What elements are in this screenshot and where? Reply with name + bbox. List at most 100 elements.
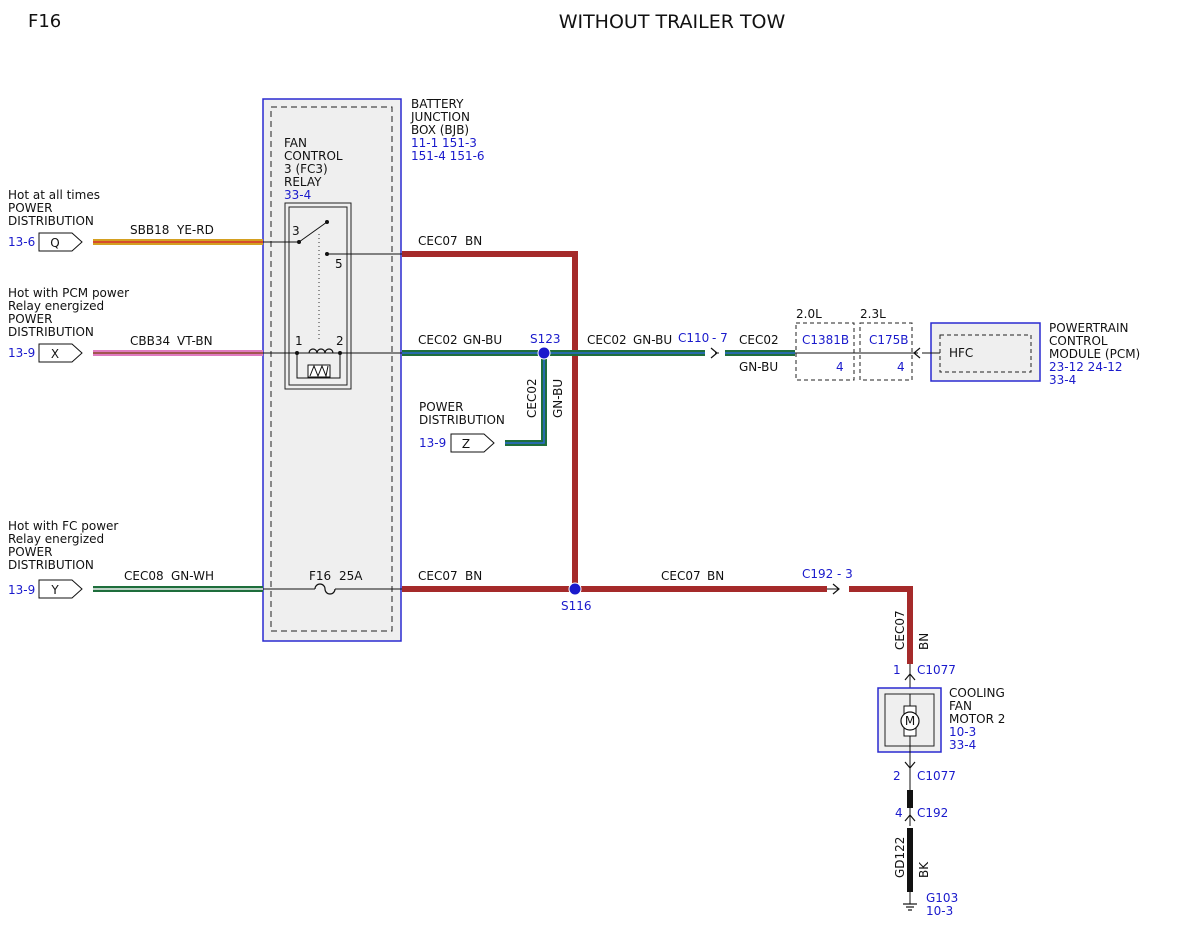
svg-text:FAN: FAN [949, 699, 972, 713]
svg-text:CEC02: CEC02 [418, 333, 458, 347]
svg-text:CEC07: CEC07 [661, 569, 701, 583]
source-q: Hot at all times POWER DISTRIBUTION 13-6… [8, 188, 100, 252]
bjb-label: BATTERY JUNCTION BOX (BJB) 11-1 151-3 15… [410, 97, 485, 163]
svg-text:DISTRIBUTION: DISTRIBUTION [8, 325, 94, 339]
svg-text:GN-BU: GN-BU [739, 360, 778, 374]
svg-text:POWER: POWER [419, 400, 463, 414]
wire-cec02-pcm: CEC02 GN-BU [725, 333, 918, 374]
svg-text:GN-BU: GN-BU [463, 333, 502, 347]
svg-text:BOX (BJB): BOX (BJB) [411, 123, 469, 137]
wire-gd122: GD122 BK [893, 790, 931, 904]
svg-text:33-4: 33-4 [949, 738, 976, 752]
svg-text:S123: S123 [530, 332, 561, 346]
svg-text:YE-RD: YE-RD [176, 223, 214, 237]
svg-text:S116: S116 [561, 599, 592, 613]
wire-cbb34: CBB34 VT-BN [93, 334, 263, 356]
fuse-f16: F16 25A [262, 569, 402, 595]
svg-text:C175B: C175B [869, 333, 909, 347]
svg-text:13-9: 13-9 [8, 583, 35, 597]
svg-text:13-6: 13-6 [8, 235, 35, 249]
svg-text:13-9: 13-9 [419, 436, 446, 450]
svg-text:DISTRIBUTION: DISTRIBUTION [8, 214, 94, 228]
svg-text:BN: BN [465, 569, 482, 583]
svg-text:1: 1 [893, 663, 901, 677]
wire-cec02-z: CEC02 GN-BU [505, 353, 565, 446]
svg-text:POWER: POWER [8, 545, 52, 559]
svg-text:GD122: GD122 [893, 837, 907, 878]
svg-text:DISTRIBUTION: DISTRIBUTION [419, 413, 505, 427]
svg-text:4: 4 [897, 360, 905, 374]
svg-text:33-4: 33-4 [284, 188, 311, 202]
svg-text:CEC02: CEC02 [739, 333, 779, 347]
svg-text:MODULE (PCM): MODULE (PCM) [1049, 347, 1140, 361]
svg-text:25A: 25A [339, 569, 363, 583]
page-id: F16 [28, 11, 61, 32]
svg-text:CEC07: CEC07 [418, 234, 458, 248]
svg-text:BATTERY: BATTERY [411, 97, 464, 111]
source-y: Hot with FC power Relay energized POWER … [8, 519, 118, 599]
svg-text:CEC07: CEC07 [418, 569, 458, 583]
svg-text:11-1 151-3: 11-1 151-3 [411, 136, 477, 150]
svg-text:FAN: FAN [284, 136, 307, 150]
ground-g103: G103 10-3 [903, 891, 958, 918]
svg-text:RELAY: RELAY [284, 175, 322, 189]
wire-cec07-top: CEC07 BN [402, 234, 578, 589]
relay-label: FAN CONTROL 3 (FC3) RELAY 33-4 [284, 136, 343, 202]
relay-pin-2: 2 [336, 334, 344, 348]
splice-s116: S116 [561, 582, 592, 613]
svg-text:X: X [51, 347, 59, 361]
svg-text:POWER: POWER [8, 201, 52, 215]
relay-pin-3: 3 [292, 224, 300, 238]
svg-text:BN: BN [465, 234, 482, 248]
svg-text:- 3: - 3 [837, 567, 853, 581]
svg-text:GN-BU: GN-BU [633, 333, 672, 347]
svg-text:Hot with PCM power: Hot with PCM power [8, 286, 129, 300]
svg-text:BN: BN [917, 633, 931, 650]
svg-text:23-12 24-12: 23-12 24-12 [1049, 360, 1123, 374]
relay-pin-5: 5 [335, 257, 343, 271]
svg-text:GN-BU: GN-BU [551, 379, 565, 418]
svg-text:POWERTRAIN: POWERTRAIN [1049, 321, 1129, 335]
splice-s123: S123 [530, 332, 561, 360]
source-z: POWER DISTRIBUTION 13-9 Z [419, 400, 505, 453]
connector-c192-top: C192 - 3 [802, 567, 853, 595]
connector-c1077-pin2: 2 C1077 [893, 746, 956, 790]
svg-text:POWER: POWER [8, 312, 52, 326]
svg-text:MOTOR 2: MOTOR 2 [949, 712, 1005, 726]
svg-text:DISTRIBUTION: DISTRIBUTION [8, 558, 94, 572]
diagram-title: WITHOUT TRAILER TOW [559, 11, 786, 33]
svg-text:COOLING: COOLING [949, 686, 1005, 700]
fc3-relay: 3 5 1 2 [262, 202, 402, 390]
svg-text:C110: C110 [678, 331, 709, 345]
connector-c175b: 2.3L C175B 4 [859, 307, 921, 381]
svg-text:SBB18: SBB18 [130, 223, 169, 237]
svg-text:C1077: C1077 [917, 769, 956, 783]
svg-text:4: 4 [836, 360, 844, 374]
wire-cec08: CEC08 GN-WH [93, 569, 263, 592]
svg-text:C192: C192 [917, 806, 948, 820]
svg-text:GN-WH: GN-WH [171, 569, 214, 583]
svg-text:CEC07: CEC07 [893, 610, 907, 650]
svg-text:- 7: - 7 [712, 331, 728, 345]
wire-sbb18: SBB18 YE-RD [93, 223, 263, 245]
svg-text:Q: Q [50, 236, 59, 250]
svg-text:C1077: C1077 [917, 663, 956, 677]
svg-text:2: 2 [893, 769, 901, 783]
relay-pin-1: 1 [295, 334, 303, 348]
svg-text:CEC02: CEC02 [587, 333, 627, 347]
svg-text:BK: BK [917, 861, 931, 878]
pcm-pin-hfc: HFC [949, 346, 973, 360]
bjb-inner-dashed [270, 106, 393, 632]
connector-c1381b: 2.0L C1381B 4 [795, 307, 855, 381]
svg-text:CONTROL: CONTROL [284, 149, 343, 163]
svg-text:C192: C192 [802, 567, 833, 581]
source-x: Hot with PCM power Relay energized POWER… [8, 286, 129, 363]
svg-text:2.3L: 2.3L [860, 307, 886, 321]
svg-text:Relay energized: Relay energized [8, 299, 104, 313]
svg-text:10-3: 10-3 [926, 904, 953, 918]
svg-text:Z: Z [462, 437, 470, 451]
svg-text:33-4: 33-4 [1049, 373, 1076, 387]
svg-text:10-3: 10-3 [949, 725, 976, 739]
svg-text:Hot at all times: Hot at all times [8, 188, 100, 202]
